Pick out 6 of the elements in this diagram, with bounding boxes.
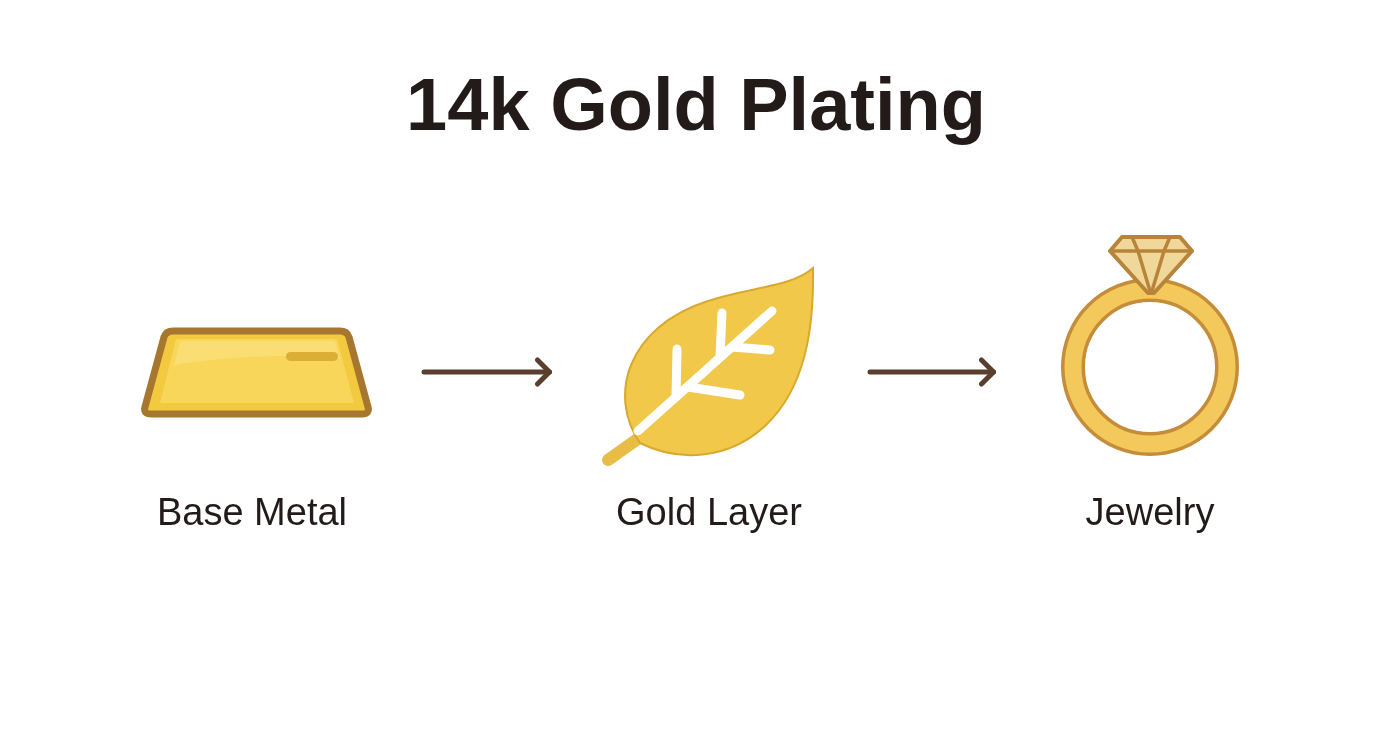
node-label: Gold Layer	[616, 490, 802, 535]
arrow	[421, 357, 552, 387]
node-label: Base Metal	[156, 490, 348, 535]
title: 14k Gold Plating	[406, 62, 986, 148]
node-label: Jewelry	[1085, 490, 1215, 535]
arrow	[867, 357, 996, 387]
